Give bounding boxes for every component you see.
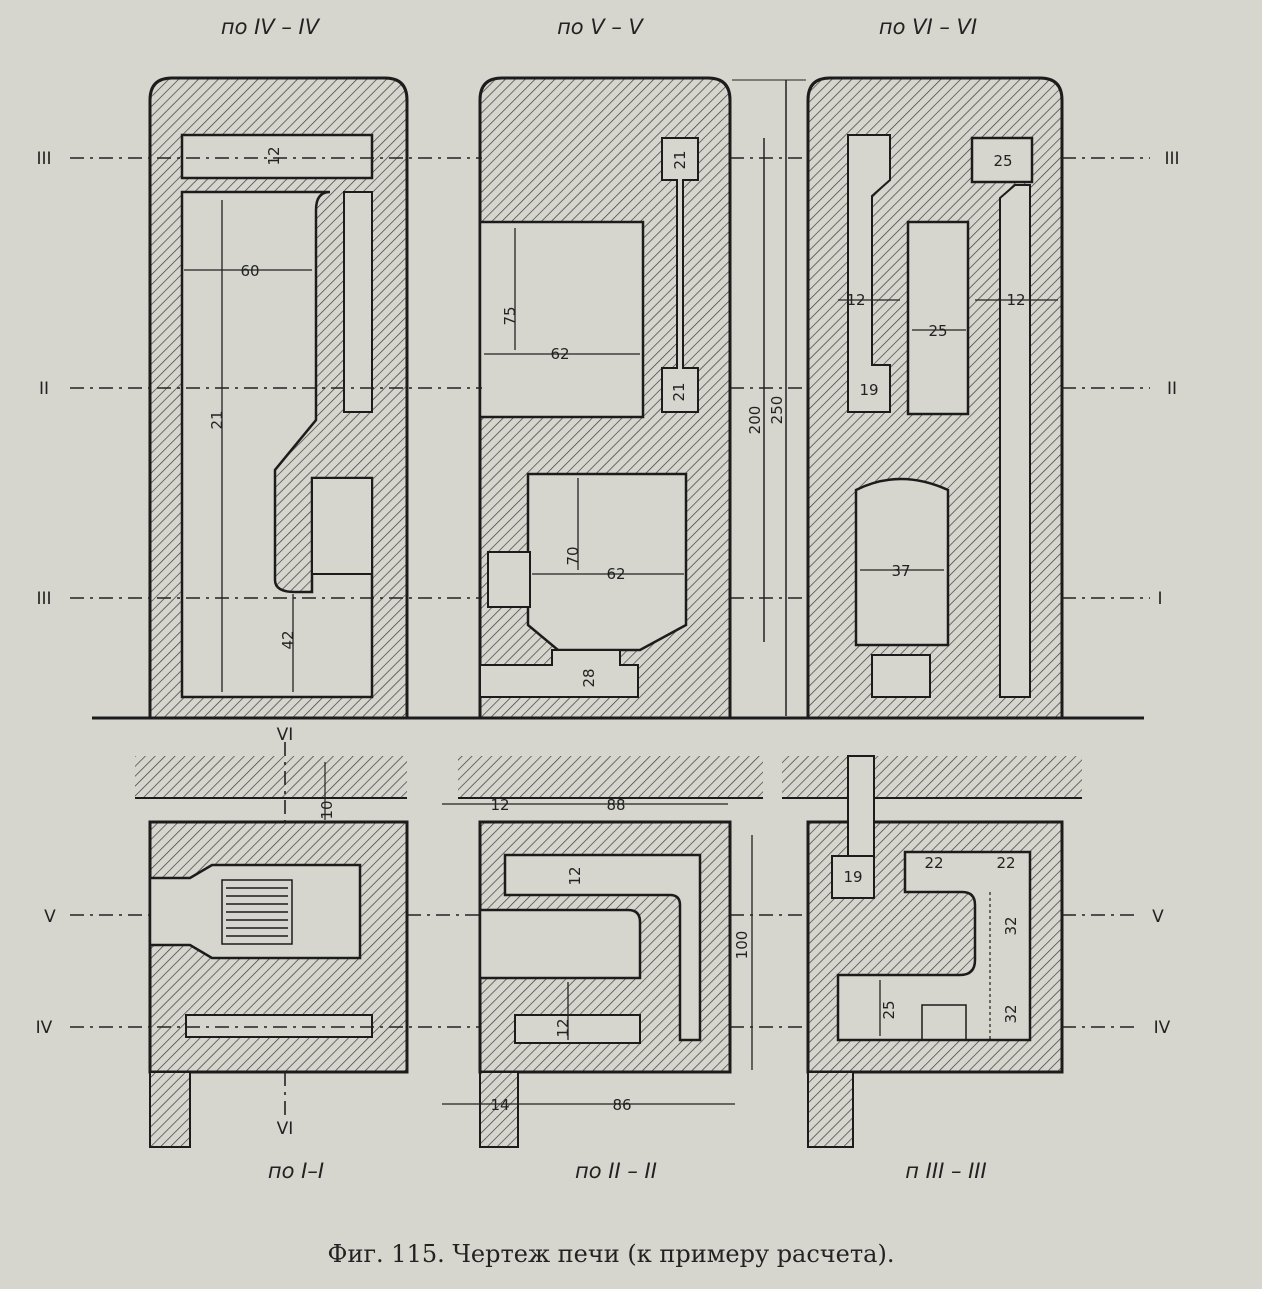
title-section-iv: по IV – IV xyxy=(221,15,321,39)
dim-21: 21 xyxy=(208,410,226,429)
dim-62-upper: 62 xyxy=(550,345,569,363)
dim-14: 14 xyxy=(490,1096,509,1114)
dim-86: 86 xyxy=(612,1096,631,1114)
dim-62-lower: 62 xyxy=(606,565,625,583)
title-plan-ii: по II – II xyxy=(575,1159,657,1183)
dim-12-top: 12 xyxy=(490,796,509,814)
title-section-v: по V – V xyxy=(557,15,644,39)
cut-label-vertical: VI xyxy=(277,1119,294,1139)
rear-walls xyxy=(135,756,1082,799)
cut-label-right: V xyxy=(1152,907,1164,927)
dim-42: 42 xyxy=(279,630,297,649)
plan-ii-channel-2 xyxy=(478,908,642,980)
dim-28: 28 xyxy=(580,668,598,687)
cut-label-left: IV xyxy=(36,1018,53,1038)
cut-label-left: III xyxy=(36,149,51,169)
dim-200: 200 xyxy=(746,406,764,435)
section-vi-right-channel xyxy=(999,184,1031,698)
dim-12-left: 12 xyxy=(846,291,865,309)
cut-label-right: II xyxy=(1167,379,1177,399)
plan-i-i: 10 xyxy=(148,762,409,1148)
dim-32-lower: 32 xyxy=(1002,1004,1020,1023)
dim-19-box: 19 xyxy=(843,868,862,886)
dim-12-flue: 12 xyxy=(566,866,584,885)
dim-21-top: 21 xyxy=(671,150,689,169)
cut-label-right: III xyxy=(1164,149,1179,169)
section-iv-iv: 60 21 42 12 xyxy=(148,76,409,720)
cut-label-left: II xyxy=(39,379,49,399)
plan-iii-small-box xyxy=(831,855,875,899)
cut-label-right: IV xyxy=(1154,1018,1171,1038)
section-iv-top-channel xyxy=(180,133,374,180)
section-v-ashpit xyxy=(479,649,639,698)
title-plan-i: по I–I xyxy=(268,1159,324,1183)
cut-label-vertical: VI xyxy=(277,725,294,745)
plan-iii-channels xyxy=(836,850,1032,1042)
grate-icon xyxy=(221,879,293,945)
dim-60: 60 xyxy=(240,262,259,280)
section-iv-side-channel xyxy=(343,191,373,413)
dim-37: 37 xyxy=(891,562,910,580)
cut-label-left: V xyxy=(44,907,56,927)
dim-12-right: 12 xyxy=(1006,291,1025,309)
section-vi-top-box xyxy=(970,136,1034,184)
section-v-firebox xyxy=(526,472,688,652)
dim-250: 250 xyxy=(768,396,786,425)
section-v-v: 21 75 62 21 70 62 28 xyxy=(478,76,732,720)
section-vi-center-chamber xyxy=(906,220,970,416)
plan-ii-flue xyxy=(503,853,702,1042)
cut-label-left: III xyxy=(36,589,51,609)
dim-25: 25 xyxy=(880,1000,898,1019)
section-vi-left-channel xyxy=(847,134,891,413)
section-iv-flue-slot xyxy=(311,477,373,575)
section-vi-ashpit xyxy=(871,654,931,698)
dim-12-bottom: 12 xyxy=(554,1018,572,1037)
dim-75: 75 xyxy=(501,306,519,325)
figure-caption: Фиг. 115. Чертеж печи (к примеру расчета… xyxy=(328,1240,895,1268)
bottom-cut-lines xyxy=(70,742,1140,1118)
dim-12: 12 xyxy=(265,146,283,165)
dim-22-left: 22 xyxy=(924,854,943,872)
section-v-upper-chamber xyxy=(478,220,645,419)
dim-25-top: 25 xyxy=(993,152,1012,170)
cut-label-right: I xyxy=(1157,589,1162,609)
height-dimensions: 200 250 xyxy=(732,79,806,716)
section-v-vertical-channel xyxy=(661,137,699,413)
dim-88: 88 xyxy=(606,796,625,814)
plan-ii-bottom-channel xyxy=(514,1014,641,1044)
dim-32-upper: 32 xyxy=(1002,916,1020,935)
dim-100: 100 xyxy=(733,931,751,960)
plan-iii-iii: 19 22 22 32 25 32 xyxy=(806,755,1064,1148)
section-vi-firebox xyxy=(854,477,950,647)
dim-19: 19 xyxy=(859,381,878,399)
dim-21-low: 21 xyxy=(670,382,688,401)
section-vi-vi: 25 12 25 12 19 37 xyxy=(806,76,1064,720)
title-plan-iii: п III – III xyxy=(905,1159,986,1183)
dim-70: 70 xyxy=(564,546,582,565)
dim-25-center: 25 xyxy=(928,322,947,340)
dim-10: 10 xyxy=(318,800,336,819)
plan-ii-ii: 12 88 12 100 12 14 86 xyxy=(442,796,753,1148)
dim-22-right: 22 xyxy=(996,854,1015,872)
section-v-door xyxy=(487,551,531,608)
top-cut-lines xyxy=(70,157,1150,599)
plan-iii-vertical-flue xyxy=(847,755,875,857)
title-section-vi: по VI – VI xyxy=(879,15,977,39)
plan-i-channel xyxy=(185,1014,373,1038)
